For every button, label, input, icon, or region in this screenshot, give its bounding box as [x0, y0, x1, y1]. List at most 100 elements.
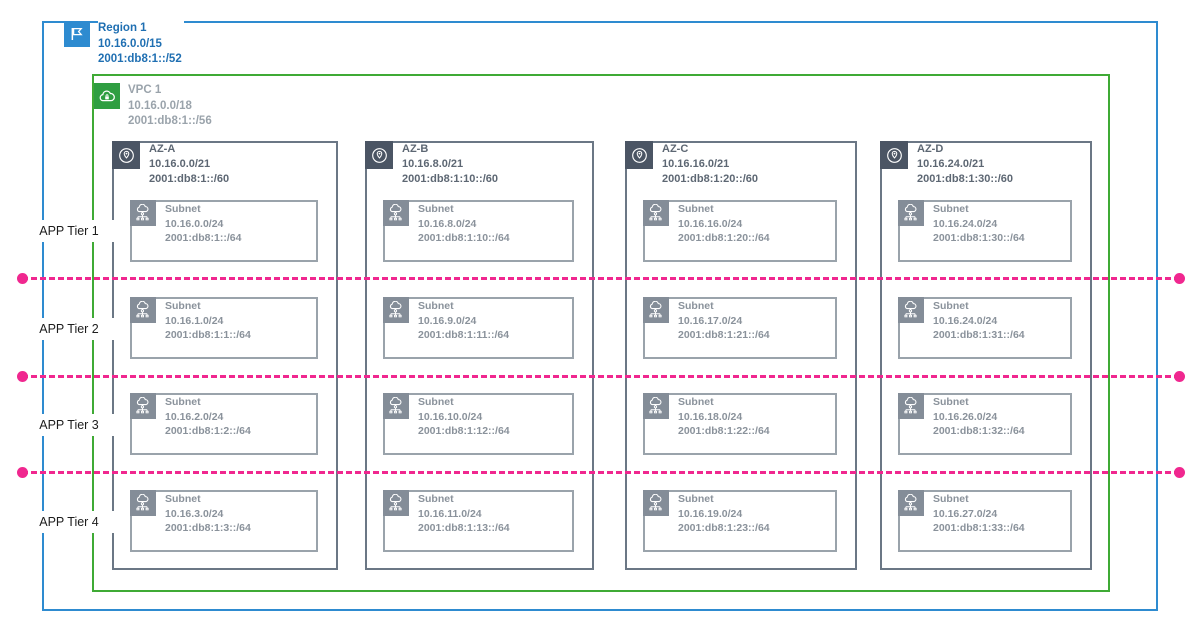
subnet-ipv4: 10.16.9.0/24 [418, 314, 477, 327]
subnet-name: Subnet [678, 203, 714, 215]
az-name: AZ-A [149, 143, 176, 155]
subnet-name: Subnet [933, 396, 969, 408]
az-name: AZ-D [917, 143, 944, 155]
subnet-icon [898, 490, 924, 516]
az-ipv4: 10.16.24.0/21 [917, 158, 985, 170]
tier-label-4: APP Tier 4 [18, 511, 120, 533]
subnet-name: Subnet [418, 396, 454, 408]
subnet-icon [643, 490, 669, 516]
subnet-ipv4: 10.16.16.0/24 [678, 217, 743, 230]
region-boundary [42, 21, 1158, 611]
subnet-name: Subnet [678, 493, 714, 505]
subnet-icon [898, 393, 924, 419]
location-pin-icon [365, 141, 393, 169]
subnet-icon [383, 393, 409, 419]
subnet-icon [130, 297, 156, 323]
subnet-ipv4: 10.16.24.0/24 [933, 217, 998, 230]
subnet-name: Subnet [418, 300, 454, 312]
subnet-ipv6: 2001:db8:1:11::/64 [418, 329, 510, 341]
vpc-header: VPC 1 10.16.0.0/18 2001:db8:1::/56 [94, 83, 214, 130]
subnet-ipv4: 10.16.24.0/24 [933, 314, 998, 327]
subnet-ipv4: 10.16.10.0/24 [418, 410, 483, 423]
location-pin-icon [880, 141, 908, 169]
flag-icon [64, 21, 90, 47]
tier-label-3: APP Tier 3 [18, 414, 120, 436]
subnet-ipv6: 2001:db8:1:12::/64 [418, 425, 510, 437]
subnet-icon [643, 393, 669, 419]
subnet-name: Subnet [165, 203, 201, 215]
subnet-ipv6: 2001:db8:1:13::/64 [418, 522, 510, 534]
subnet-name: Subnet [678, 300, 714, 312]
vpc-info: VPC 1 10.16.0.0/18 2001:db8:1::/56 [128, 83, 214, 130]
az-ipv4: 10.16.16.0/21 [662, 158, 730, 170]
tier-separator-endpoint [1174, 371, 1185, 382]
subnet-icon [130, 490, 156, 516]
cloud-lock-icon [94, 83, 120, 109]
subnet-icon [643, 297, 669, 323]
subnet-ipv6: 2001:db8:1:10::/64 [418, 232, 510, 244]
subnet-name: Subnet [418, 493, 454, 505]
region-header: Region 1 10.16.0.0/15 2001:db8:1::/52 [64, 21, 184, 68]
subnet-name: Subnet [933, 493, 969, 505]
az-ipv6: 2001:db8:1::/60 [149, 173, 230, 185]
subnet-name: Subnet [418, 203, 454, 215]
subnet-icon [130, 200, 156, 226]
az-name: AZ-B [402, 143, 429, 155]
subnet-ipv6: 2001:db8:1:2::/64 [165, 425, 251, 437]
tier-separator-line [22, 375, 1180, 378]
tier-label-1: APP Tier 1 [18, 220, 120, 242]
region-name: Region 1 [98, 22, 147, 34]
subnet-name: Subnet [165, 493, 201, 505]
subnet-name: Subnet [678, 396, 714, 408]
subnet-icon [383, 200, 409, 226]
vpc-ipv6: 2001:db8:1::/56 [128, 115, 212, 127]
subnet-icon [383, 490, 409, 516]
subnet-icon [643, 200, 669, 226]
subnet-ipv4: 10.16.8.0/24 [418, 217, 477, 230]
subnet-ipv6: 2001:db8:1::/64 [165, 232, 242, 244]
subnet-name: Subnet [933, 203, 969, 215]
subnet-icon [898, 297, 924, 323]
subnet-ipv4: 10.16.18.0/24 [678, 410, 743, 423]
subnet-ipv4: 10.16.3.0/24 [165, 507, 224, 520]
subnet-ipv6: 2001:db8:1:33::/64 [933, 522, 1025, 534]
subnet-icon [898, 200, 924, 226]
